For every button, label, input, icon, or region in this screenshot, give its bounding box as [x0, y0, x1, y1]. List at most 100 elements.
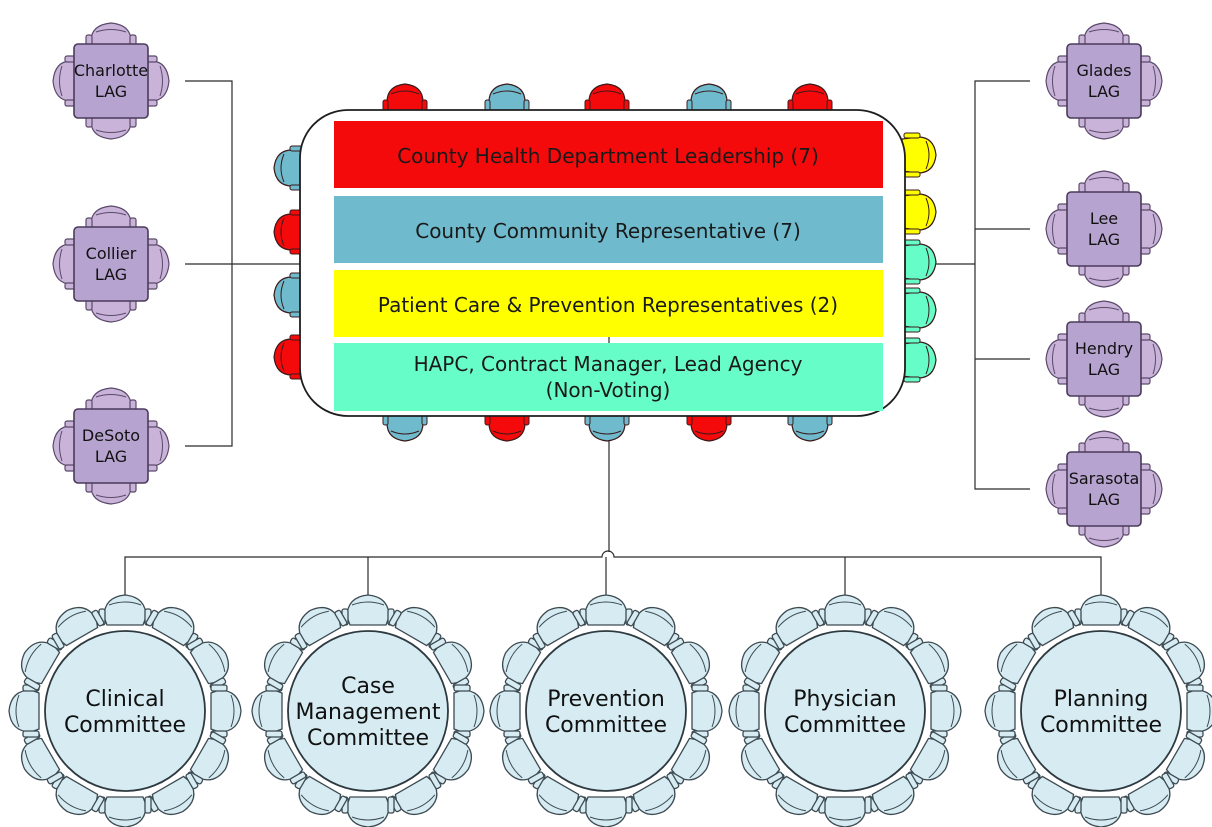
band-community-label: County Community Representative (7) — [415, 219, 801, 243]
committee-label: Planning — [1054, 687, 1149, 712]
committee-chair — [728, 684, 760, 738]
lag-table — [1066, 321, 1142, 397]
committee-chair — [667, 637, 711, 691]
committee-chair — [501, 731, 545, 785]
committee-chair — [98, 796, 152, 827]
committee-chair — [771, 772, 825, 816]
lag-suffix: LAG — [95, 447, 127, 466]
committee-table — [1020, 630, 1182, 792]
committee-chair — [8, 684, 40, 738]
lag-chair — [1078, 112, 1130, 140]
committee-label: Prevention — [547, 687, 665, 712]
band-community — [334, 196, 883, 263]
lag-suffix: LAG — [1088, 490, 1120, 509]
committee-chair — [186, 731, 230, 785]
lag-table — [1066, 191, 1142, 267]
committee-chair — [489, 684, 521, 738]
right-chair — [901, 337, 937, 383]
committee-tables: ClinicalCommitteeCaseManagementCommittee… — [8, 594, 1212, 827]
committee-chair — [1027, 606, 1081, 650]
committee-chair — [691, 684, 723, 738]
lag-chair — [1135, 203, 1163, 255]
lag-name: Hendry — [1075, 339, 1133, 358]
band-non-voting — [334, 343, 883, 411]
committee-chair — [740, 637, 784, 691]
committee-label: Committee — [784, 713, 906, 738]
committee-chair — [51, 606, 105, 650]
committee-label: Committee — [1040, 713, 1162, 738]
lag-suffix: LAG — [95, 265, 127, 284]
committee-table — [764, 630, 926, 792]
committee-label: Committee — [64, 713, 186, 738]
lag-name: Collier — [86, 244, 137, 263]
committee-table — [525, 630, 687, 792]
committee-chair — [1074, 796, 1128, 827]
lag-chair — [1078, 170, 1130, 198]
committee-chair — [579, 594, 633, 626]
committee-chair — [1162, 731, 1206, 785]
lag-suffix: LAG — [95, 82, 127, 101]
committee-chair — [98, 594, 152, 626]
lag-name: Glades — [1077, 61, 1132, 80]
right-chair — [901, 287, 937, 333]
lag-suffix: LAG — [1088, 360, 1120, 379]
lag-tables: CharlotteLAGCollierLAGDeSotoLAGGladesLAG… — [52, 22, 1163, 548]
lag-table — [73, 43, 149, 119]
committee-chair — [341, 796, 395, 827]
committee-chair — [818, 796, 872, 827]
committee-label: Clinical — [85, 687, 164, 712]
committee-label: Committee — [307, 726, 429, 751]
committee-table — [287, 630, 449, 792]
committee-chair — [294, 606, 348, 650]
committee-chair — [251, 684, 283, 738]
lag-table — [73, 408, 149, 484]
lag-table — [1066, 43, 1142, 119]
committee-chair — [1074, 594, 1128, 626]
committee-chair — [930, 684, 962, 738]
band-non-voting-label-line2: (Non-Voting) — [546, 378, 671, 402]
right-chair — [901, 132, 937, 178]
committee-label: Management — [296, 700, 441, 725]
committee-chair — [388, 772, 442, 816]
committee-label: Physician — [793, 687, 896, 712]
committee-chair — [818, 594, 872, 626]
committee-chair — [453, 684, 485, 738]
band-non-voting-label-line1: HAPC, Contract Manager, Lead Agency — [414, 352, 803, 376]
right-chair — [901, 189, 937, 235]
band-leadership — [334, 121, 883, 188]
band-leadership-label: County Health Department Leadership (7) — [397, 144, 819, 168]
lag-suffix: LAG — [1088, 82, 1120, 101]
committee-label: Case — [341, 674, 395, 699]
committee-chair — [984, 684, 1016, 738]
committee-chair — [532, 606, 586, 650]
committee-chair — [1121, 606, 1175, 650]
committee-chair — [906, 731, 950, 785]
band-patient-care-label: Patient Care & Prevention Representative… — [378, 293, 838, 317]
committee-chair — [210, 684, 242, 738]
band-patient-care — [334, 270, 883, 337]
lag-name: Charlotte — [74, 61, 148, 80]
lag-name: Sarasota — [1069, 469, 1140, 488]
lag-name: Lee — [1090, 209, 1118, 228]
lag-name: DeSoto — [82, 426, 140, 445]
committee-chair — [145, 772, 199, 816]
committee-table — [44, 630, 206, 792]
committee-label: Committee — [545, 713, 667, 738]
lag-table — [1066, 451, 1142, 527]
committee-chair — [1186, 684, 1212, 738]
lag-suffix: LAG — [1088, 230, 1120, 249]
lag-table — [73, 226, 149, 302]
